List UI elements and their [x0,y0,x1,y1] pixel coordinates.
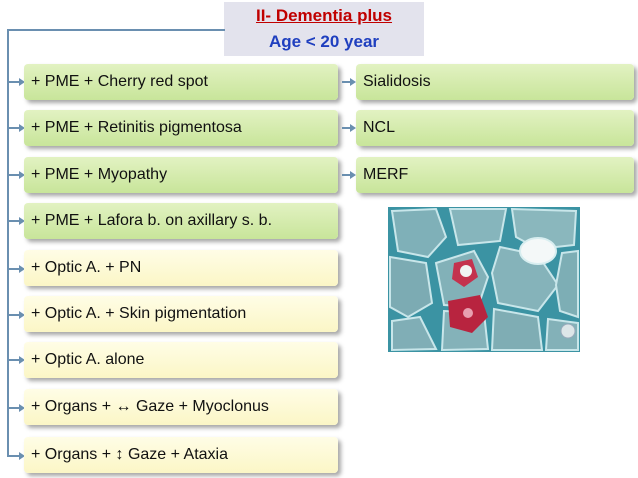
branch-arrow [7,311,25,319]
box-label: Sialidosis [363,73,431,90]
branch-arrow [7,217,25,225]
optic-atrophy-pn-box: + Optic A. + PN [24,250,338,286]
title-heading: II- Dementia plus [255,6,393,25]
link-arrow [342,124,356,132]
merf-box: MERF [356,157,634,193]
organs-vertical-gaze-ataxia-box: + Organs + ↕ Gaze + Ataxia [24,437,338,473]
box-label: + Optic A. alone [31,351,145,368]
box-label: + Optic A. + Skin pigmentation [31,305,247,322]
box-label: + Organs + ↔ Gaze + Myoclonus [31,398,269,415]
organs-horizontal-gaze-myoclonus-box: + Organs + ↔ Gaze + Myoclonus [24,389,338,425]
link-arrow [342,78,356,86]
optic-atrophy-skin-pigmentation-box: + Optic A. + Skin pigmentation [24,296,338,332]
branch-arrow [7,124,25,132]
trunk-line [7,29,9,457]
box-label: + Organs + ↕ Gaze + Ataxia [31,446,228,463]
link-arrow [342,171,356,179]
box-label: MERF [363,166,409,183]
ragged-red-fiber-micrograph [388,207,580,352]
branch-arrow [7,171,25,179]
branch-arrow [7,78,25,86]
branch-arrow [7,452,25,460]
box-label: + PME + Cherry red spot [31,73,208,90]
pme-retinitis-pigmentosa-box: + PME + Retinitis pigmentosa [24,110,338,146]
pme-myopathy-box: + PME + Myopathy [24,157,338,193]
branch-arrow [7,265,25,273]
title-subheading: Age < 20 year [268,32,380,51]
title-box: II- Dementia plus Age < 20 year [224,2,424,56]
optic-atrophy-alone-box: + Optic A. alone [24,342,338,378]
box-label: + PME + Myopathy [31,166,168,183]
sialidosis-box: Sialidosis [356,64,634,100]
ncl-box: NCL [356,110,634,146]
box-label: + PME + Lafora b. on axillary s. b. [31,212,273,229]
box-label: NCL [363,119,396,136]
box-label: + Optic A. + PN [31,259,142,276]
top-connector [7,29,225,31]
pme-cherry-red-spot-box: + PME + Cherry red spot [24,64,338,100]
box-label: + PME + Retinitis pigmentosa [31,119,242,136]
branch-arrow [7,404,25,412]
pme-lafora-box: + PME + Lafora b. on axillary s. b. [24,203,338,239]
branch-arrow [7,356,25,364]
